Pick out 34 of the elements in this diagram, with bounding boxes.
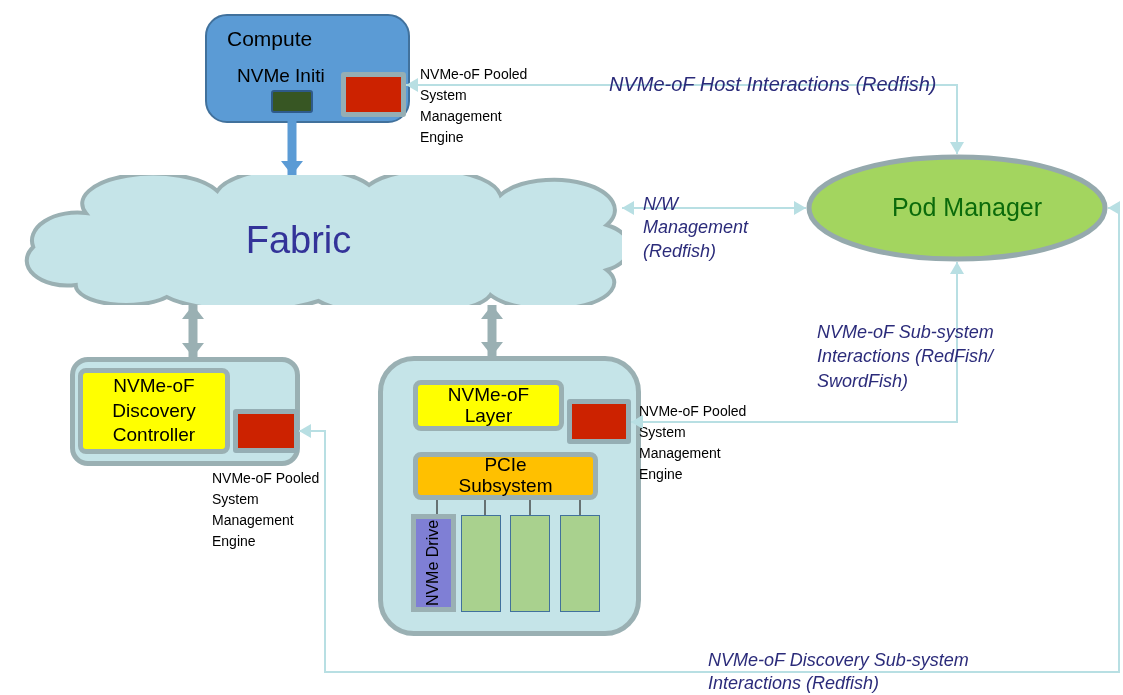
engine-caption: NVMe-oF Pooled System Management Engine [212, 469, 321, 551]
edge-label: NVMe-oF Host Interactions (Redfish) [609, 72, 938, 97]
edge-label: N/W Management (Redfish) [643, 193, 750, 263]
discovery-controller-bar [78, 368, 230, 454]
drive-bar [510, 515, 550, 612]
arrow [621, 201, 807, 215]
arrow [405, 78, 964, 155]
node-label: PCIe Subsystem [457, 455, 554, 497]
block-arrow [481, 305, 503, 356]
node-label: Fabric [245, 217, 352, 263]
arrow [630, 261, 964, 429]
node-label: Compute [227, 26, 313, 52]
arrow [298, 201, 1120, 673]
node-label: NVMe-oF Discovery Controller [111, 373, 197, 448]
node-label: NVMe-oF Layer [446, 384, 531, 427]
connector-line [529, 499, 531, 516]
node-label: Pod Manager [891, 192, 1043, 224]
block-arrow [182, 305, 204, 357]
pcie-subsystem-bar [413, 452, 598, 500]
node-label: NVMe Initi [236, 64, 325, 88]
module-box [271, 90, 313, 113]
pod-manager-ellipse [806, 154, 1108, 262]
edge-label: NVMe-oF Sub-system Interactions (RedFish/ SwordFish) [817, 321, 996, 393]
drive-bar [461, 515, 501, 612]
engine-caption: NVMe-oF Pooled System Management Engine [420, 65, 529, 147]
edge-label: NVMe-oF Discovery Sub-system Interactions (Redfish) [708, 649, 970, 695]
drive-bar [411, 514, 456, 612]
layer-bar [413, 380, 564, 431]
engine-caption: NVMe-oF Pooled System Management Engine [639, 402, 748, 484]
connector-line [579, 499, 581, 516]
drive-bar [560, 515, 600, 612]
connector-line [436, 499, 438, 515]
connector-line [484, 499, 486, 516]
node-label: NVMe Drive [423, 519, 443, 607]
